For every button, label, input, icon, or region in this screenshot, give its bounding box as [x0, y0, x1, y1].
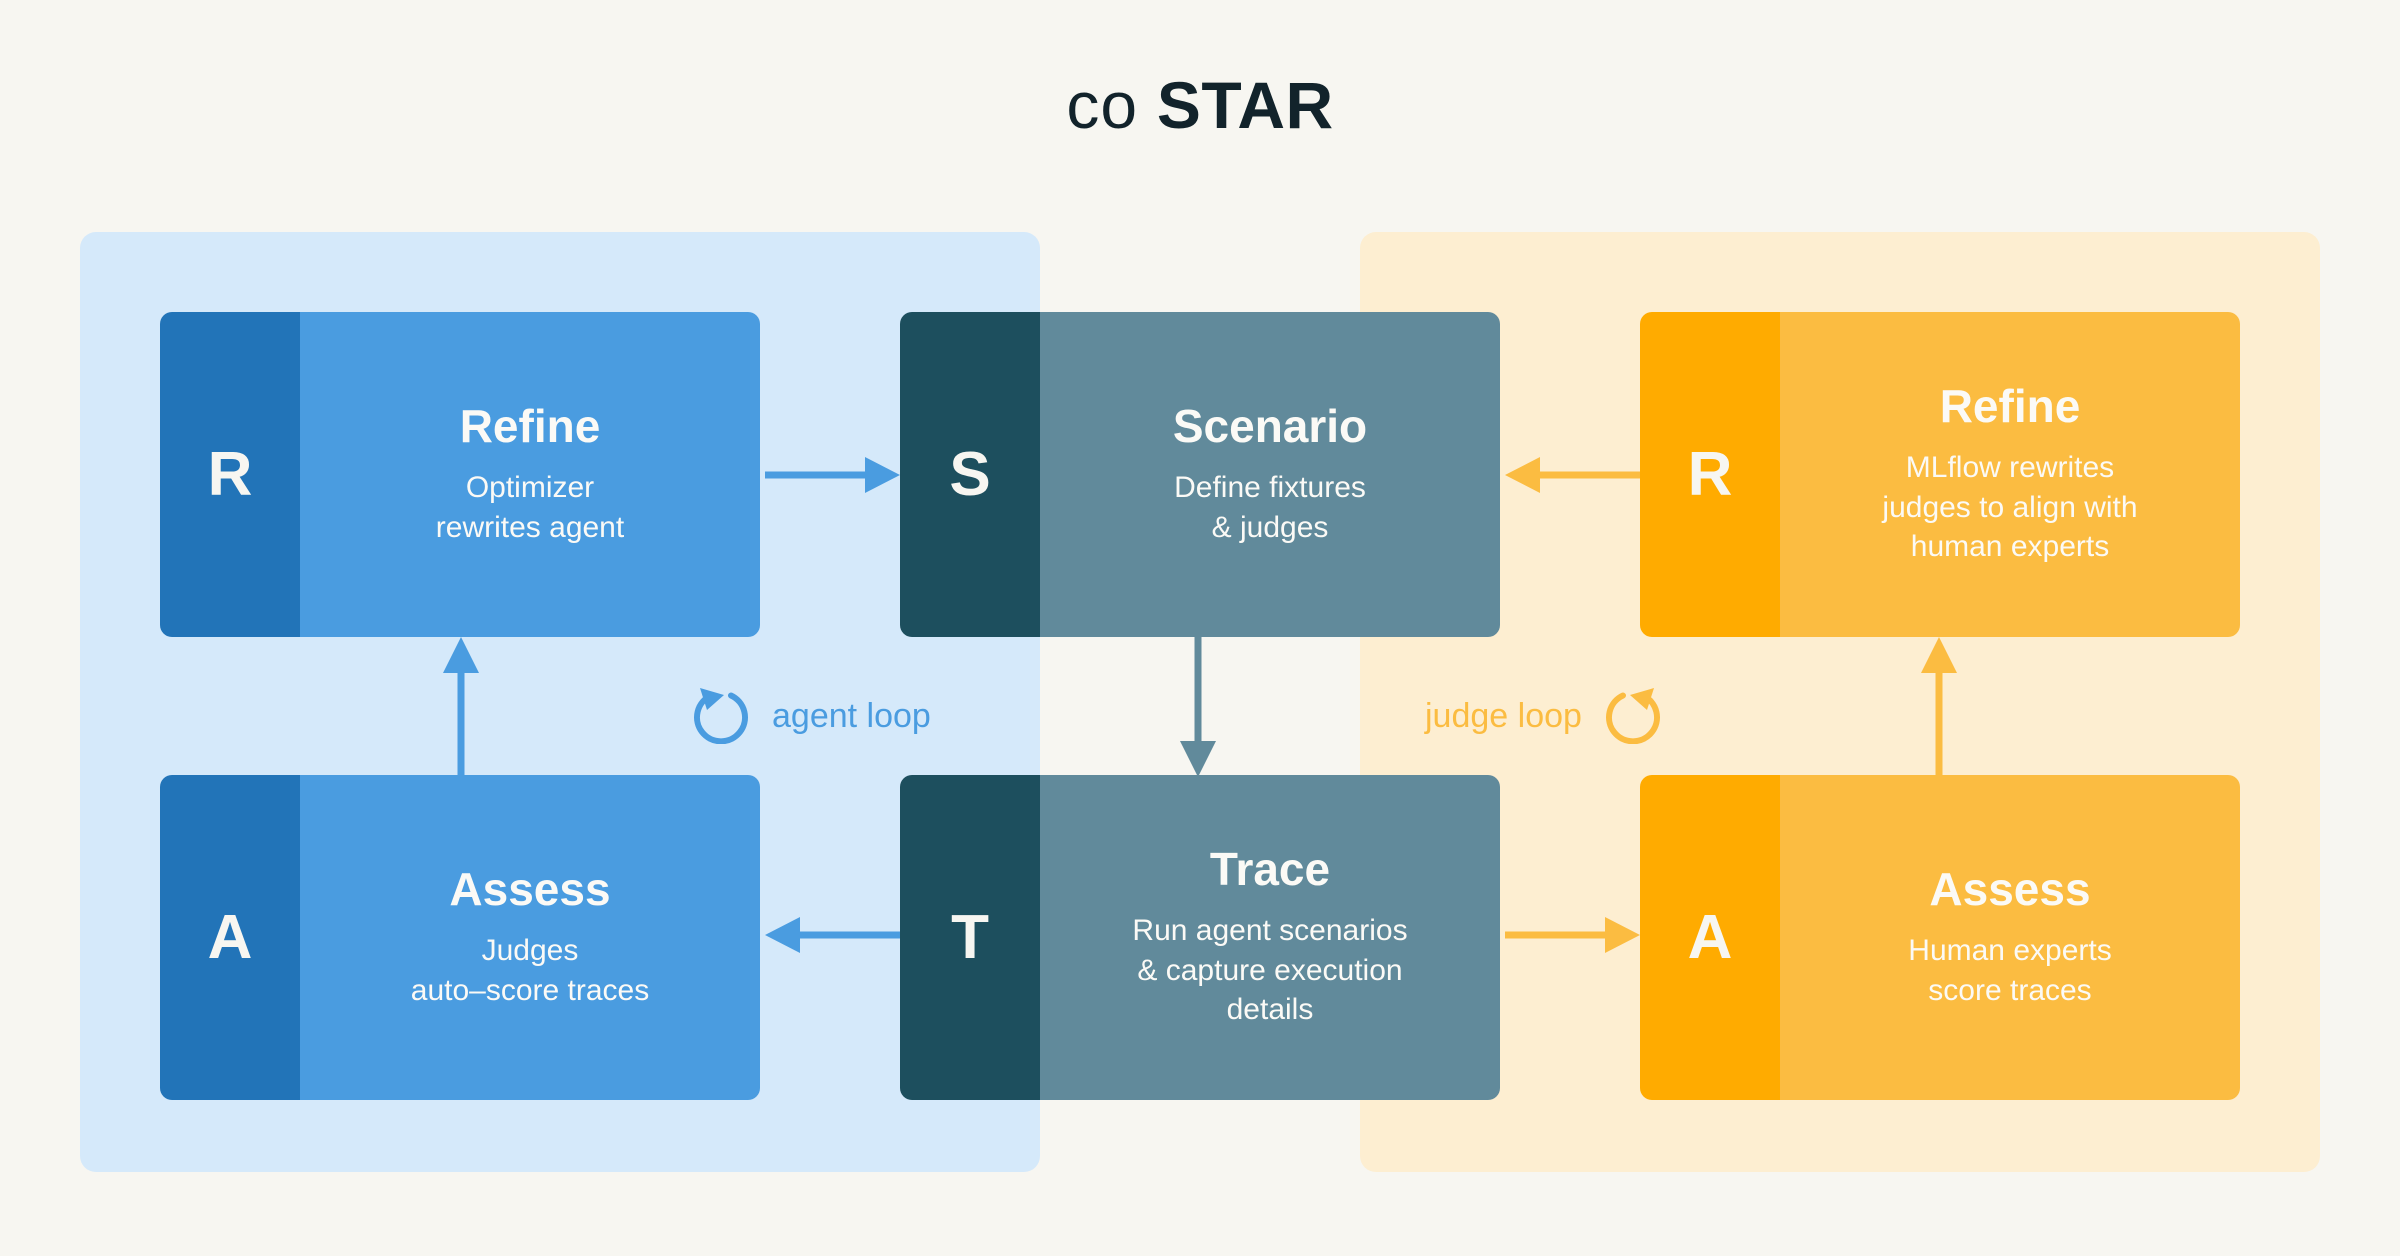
- arrow-assess-to-refine-judge: [1919, 637, 1959, 777]
- card-letter: T: [951, 902, 989, 972]
- title-bold-part: STAR: [1156, 68, 1334, 142]
- card-trace[interactable]: T Trace Run agent scenarios & capture ex…: [900, 775, 1500, 1100]
- card-title: Refine: [1939, 379, 2081, 432]
- loop-refresh-icon: [1602, 682, 1664, 749]
- judge-loop-label-group: judge loop: [1425, 682, 1664, 749]
- page-title: co STAR: [0, 72, 2400, 138]
- card-assess-judge[interactable]: A Assess Human experts score traces: [1640, 775, 2240, 1100]
- arrow-refine-to-scenario: [765, 455, 900, 495]
- arrow-refine-judge-to-scenario: [1505, 455, 1640, 495]
- loop-refresh-icon: [690, 682, 752, 749]
- card-letter: R: [207, 439, 253, 509]
- arrow-trace-to-assess-judge: [1505, 915, 1640, 955]
- card-letter-strip: S: [900, 312, 1040, 637]
- card-letter-strip: R: [160, 312, 300, 637]
- card-description: Run agent scenarios & capture execution …: [1132, 914, 1408, 1027]
- card-letter-strip: T: [900, 775, 1040, 1100]
- card-body: Assess Human experts score traces: [1780, 775, 2240, 1100]
- card-letter-strip: R: [1640, 312, 1780, 637]
- card-description: Optimizer rewrites agent: [435, 471, 625, 544]
- title-light-part: co: [1066, 68, 1139, 142]
- card-assess-agent[interactable]: A Assess Judges auto–score traces: [160, 775, 760, 1100]
- agent-loop-label: agent loop: [772, 696, 931, 735]
- card-letter: A: [207, 902, 253, 972]
- card-body: Trace Run agent scenarios & capture exec…: [1040, 775, 1500, 1100]
- card-letter: S: [949, 439, 991, 509]
- card-letter-strip: A: [160, 775, 300, 1100]
- card-title: Assess: [449, 862, 611, 915]
- card-letter-strip: A: [1640, 775, 1780, 1100]
- card-refine-judge[interactable]: R Refine MLflow rewrites judges to align…: [1640, 312, 2240, 637]
- card-title: Refine: [459, 399, 601, 452]
- card-letter: R: [1687, 439, 1733, 509]
- card-body: Refine MLflow rewrites judges to align w…: [1780, 312, 2240, 637]
- arrow-assess-to-refine-agent: [441, 637, 481, 777]
- judge-loop-label: judge loop: [1425, 696, 1582, 735]
- card-body: Refine Optimizer rewrites agent: [300, 312, 760, 637]
- agent-loop-label-group: agent loop: [690, 682, 931, 749]
- card-scenario[interactable]: S Scenario Define fixtures & judges: [900, 312, 1500, 637]
- card-body: Assess Judges auto–score traces: [300, 775, 760, 1100]
- card-description: Define fixtures & judges: [1174, 471, 1366, 544]
- arrow-trace-to-assess-agent: [765, 915, 900, 955]
- card-description: Judges auto–score traces: [410, 934, 650, 1007]
- card-refine-agent[interactable]: R Refine Optimizer rewrites agent: [160, 312, 760, 637]
- card-description: Human experts score traces: [1908, 934, 2112, 1007]
- card-description: MLflow rewrites judges to align with hum…: [1882, 451, 2138, 564]
- card-title: Scenario: [1172, 399, 1368, 452]
- card-body: Scenario Define fixtures & judges: [1040, 312, 1500, 637]
- card-title: Trace: [1209, 842, 1331, 895]
- card-letter: A: [1687, 902, 1733, 972]
- card-title: Assess: [1929, 862, 2091, 915]
- arrow-scenario-to-trace: [1178, 637, 1218, 777]
